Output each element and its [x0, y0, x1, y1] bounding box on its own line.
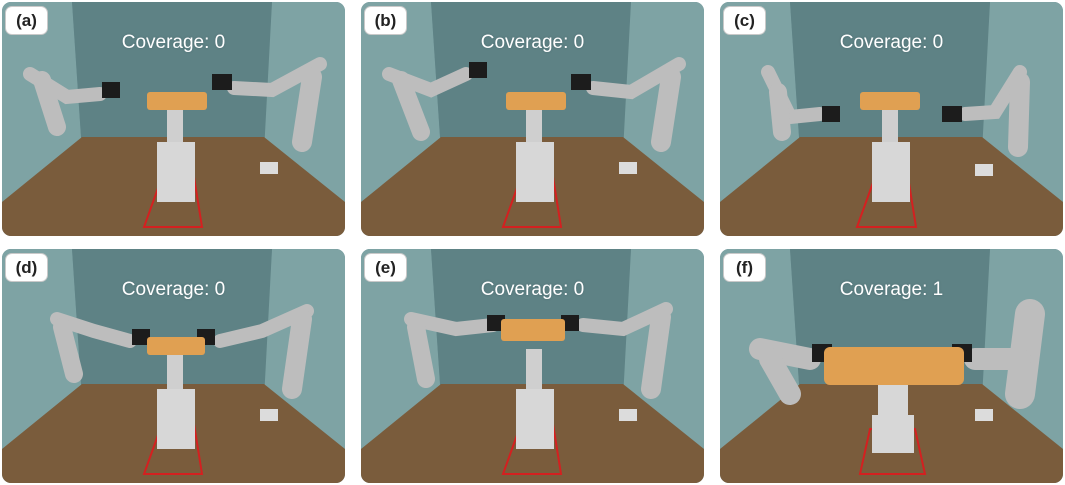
panel-e: (e) Coverage: 0 — [361, 249, 704, 483]
robot-arm-left-icon — [404, 312, 505, 388]
simulation-scene — [2, 249, 345, 483]
simulation-scene — [361, 2, 704, 236]
panel-label: (f) — [723, 253, 766, 282]
robot-arm-right-icon — [942, 65, 1030, 157]
coverage-text: Coverage: 0 — [839, 32, 944, 53]
robot-arm-left-icon — [23, 67, 120, 136]
simulation-scene — [361, 249, 704, 483]
robot-arm-left-icon — [382, 62, 487, 141]
panel-c: (c) Coverage: 0 — [720, 2, 1063, 236]
panel-label: (e) — [364, 253, 407, 282]
panel-a: (a) Coverage: 0 — [2, 2, 345, 236]
panel-label: (b) — [364, 6, 407, 35]
panel-d: (d) Coverage: 0 — [2, 249, 345, 483]
coverage-text: Coverage: 0 — [480, 32, 585, 53]
panel-label: (a) — [5, 6, 48, 35]
robot-arm-left-icon — [761, 65, 840, 141]
robot-arm-right-icon — [561, 302, 673, 399]
panel-b: (b) Coverage: 0 — [361, 2, 704, 236]
panel-label: (c) — [723, 6, 766, 35]
coverage-text: Coverage: 1 — [839, 279, 944, 300]
panel-f: (f) Coverage: 1 — [720, 249, 1063, 483]
simulation-scene — [2, 2, 345, 236]
robot-arm-right-icon — [571, 57, 686, 152]
coverage-text: Coverage: 0 — [121, 32, 226, 53]
robot-arm-left-icon — [50, 312, 150, 383]
robot-arm-right-icon — [212, 57, 327, 152]
coverage-text: Coverage: 0 — [480, 279, 585, 300]
simulation-scene — [720, 2, 1063, 236]
coverage-text: Coverage: 0 — [121, 279, 226, 300]
simulation-scene — [720, 249, 1063, 483]
panel-label: (d) — [5, 253, 48, 282]
